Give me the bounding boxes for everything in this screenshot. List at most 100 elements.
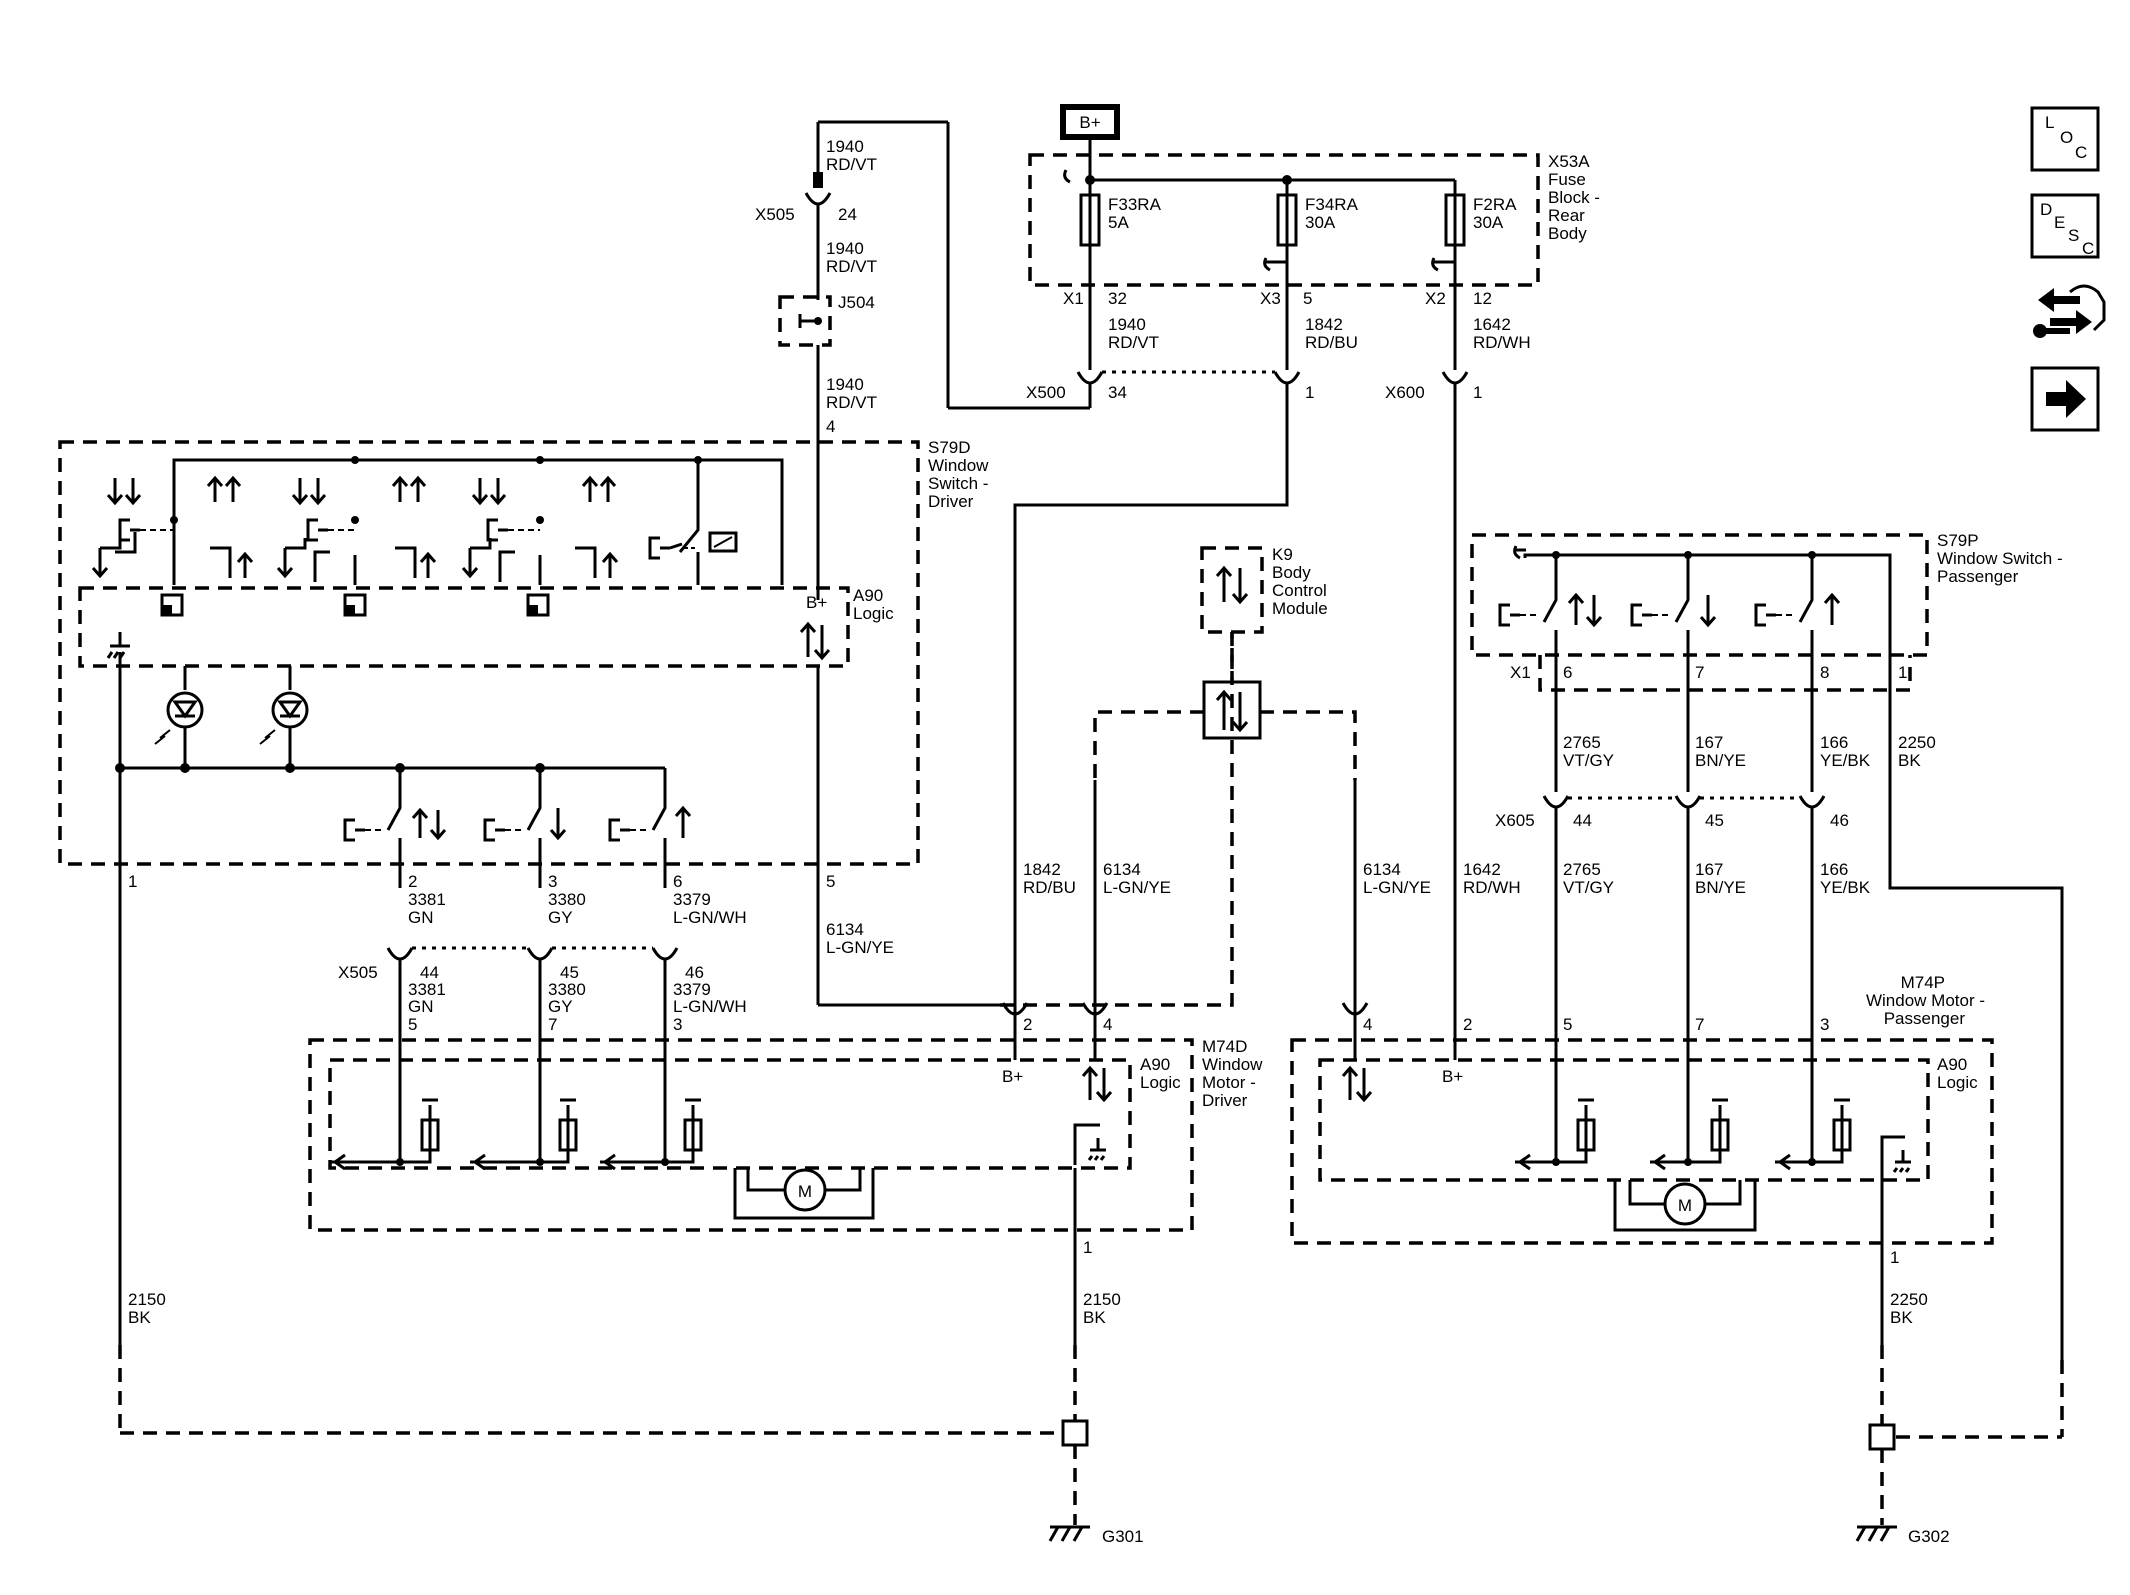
wire-167-b-num: 167 [1695,860,1723,879]
x505-low-pin-46: 46 [685,963,704,982]
pass-motor-pin-gnd: 1 [1890,1248,1899,1267]
driver-switch-pin-gnd: 1 [128,872,137,891]
driver-switch-group-3 [391,475,544,582]
wire-label-2150-b: 2150 BK [1083,1290,1121,1327]
wire-2150-a-color: BK [128,1308,151,1327]
pass-motor-logic-box [1318,1058,1930,1182]
body-control-module: K9 Body Control Module [1200,545,1328,634]
driver-motor-sensor-2 [470,1098,578,1171]
wire-1842-low-num: 1842 [1023,860,1061,879]
x605-name: X605 [1495,811,1535,830]
splice-j504: J504 [778,293,875,347]
pass-motor-sensor-3 [1775,1098,1852,1171]
wire-label-3381-a: 3381 GN [408,890,446,927]
wire-167-a-num: 167 [1695,733,1723,752]
pass-motor-pin-data: 4 [1363,1015,1372,1034]
pass-switch-name-1: Window Switch - [1937,549,2063,568]
location-button[interactable]: L O C [2030,106,2100,172]
wire-label-3379-a: 3379 L-GN/WH [673,890,747,927]
driver-lower-switch-1 [343,768,447,888]
driver-motor-sensor-1 [330,1098,440,1171]
pass-switch-pin-1: 1 [1898,663,1907,682]
wire-2150-b-num: 2150 [1083,1290,1121,1309]
wire-label-3379-b: 3379 L-GN/WH [673,980,747,1016]
ground-g301-label: G301 [1102,1527,1144,1546]
x500-pin-a: 34 [1108,383,1127,402]
fuse-f34ra: F34RA 30A [1263,180,1359,370]
driver-motor-name-1: Window [1202,1055,1263,1074]
loc-letter-l: L [2045,113,2054,132]
wire-2765-a-color: VT/GY [1563,751,1614,770]
wire-3380-a-color: GY [548,908,573,927]
pass-switch-conn: X1 [1510,663,1531,682]
driver-window-motor: M74D Window Motor - Driver A90 Logic B+ [308,1037,1263,1232]
driver-switch-name-1: Window [928,456,989,475]
wire-2250-a-color: BK [1898,751,1921,770]
x505-low-name: X505 [338,963,378,982]
wire-3380-b-color: GY [548,997,573,1016]
wire-1842-low-color: RD/BU [1023,878,1076,897]
x505-low-pin-44: 44 [420,963,439,982]
wire-label-1940-top: 1940 RD/VT [826,137,877,174]
wire-2250-b-color: BK [1890,1308,1913,1327]
driver-motor-pin-bplus: 2 [1023,1015,1032,1034]
wire-1642-fuse-color: RD/WH [1473,333,1531,352]
wire-6134-b-color: L-GN/YE [1103,878,1171,897]
bcm-name-1: Body [1272,563,1311,582]
wire-1940-fuse-num: 1940 [1108,315,1146,334]
passenger-window-switch: S79P Window Switch - Passenger X1 6 [1470,531,2063,692]
description-button[interactable]: D E S C [2030,193,2100,259]
diagnostic-tool-icon[interactable] [2033,284,2106,338]
ground-splice-g302: G302 [1855,1423,1950,1546]
next-arrow-button[interactable] [2030,366,2100,432]
wire-2150-b-color: BK [1083,1308,1106,1327]
ground-splice-g301: G301 [1048,1419,1144,1546]
pass-switch-name-0: S79P [1937,531,1979,550]
led-icon-2 [259,666,309,768]
pass-switch-name-2: Passenger [1937,567,2019,586]
pass-motor-bplus: B+ [1442,1067,1463,1086]
wire-3381-b-color: GN [408,997,434,1016]
wire-1940-top-num: 1940 [826,137,864,156]
j504-label: J504 [838,293,875,312]
driver-lower-switch-3 [608,768,692,888]
fuse-f34ra-id: F34RA [1305,195,1359,214]
driver-motor-logic-box [328,1058,1132,1170]
driver-switch-group-1 [91,478,178,579]
driver-logic-a90: A90 [853,586,883,605]
driver-motor-pin-3: 3 [673,1015,682,1034]
bcm-name-2: Control [1272,581,1327,600]
x505-top-name: X505 [755,205,795,224]
wire-1842-fuse-num: 1842 [1305,315,1343,334]
wire-3380-a-num: 3380 [548,890,586,909]
driver-switch-pin-6: 6 [673,872,682,891]
fuse-block-name-0: X53A [1548,152,1590,171]
pass-motor-pin-7: 7 [1695,1015,1704,1034]
pass-motor-name-2: Passenger [1884,1009,1966,1028]
wire-label-2250-b: 2250 BK [1890,1290,1928,1327]
wire-label-167-a: 167 BN/YE [1695,733,1746,770]
loc-letter-c: C [2075,143,2087,162]
wire-3381-a-num: 3381 [408,890,446,909]
wire-label-2765-b: 2765 VT/GY [1563,860,1614,897]
pass-motor-m: M [1678,1196,1692,1215]
wire-166-b-color: YE/BK [1820,878,1871,897]
wire-3379-b-color: L-GN/WH [673,997,747,1016]
fuse-pin-conn-2: X2 [1425,289,1446,308]
fuse-pin-1: 5 [1303,289,1312,308]
fuse-block-name-4: Body [1548,224,1587,243]
driver-motor-logic-label: Logic [1140,1073,1181,1092]
wire-3381-a-color: GN [408,908,434,927]
wire-1940-low-num: 1940 [826,375,864,394]
wire-2765-b-num: 2765 [1563,860,1601,879]
x605-pin-45: 45 [1705,811,1724,830]
wire-167-a-color: BN/YE [1695,751,1746,770]
x605-pin-46: 46 [1830,811,1849,830]
wire-6134-b-num: 6134 [1103,860,1141,879]
fuse-f2ra-rating: 30A [1473,213,1504,232]
wire-1842-fuse-color: RD/BU [1305,333,1358,352]
fuse-f33ra-rating: 5A [1108,213,1129,232]
wire-1642-fuse-num: 1642 [1473,315,1511,334]
x600-pin: 1 [1473,383,1482,402]
